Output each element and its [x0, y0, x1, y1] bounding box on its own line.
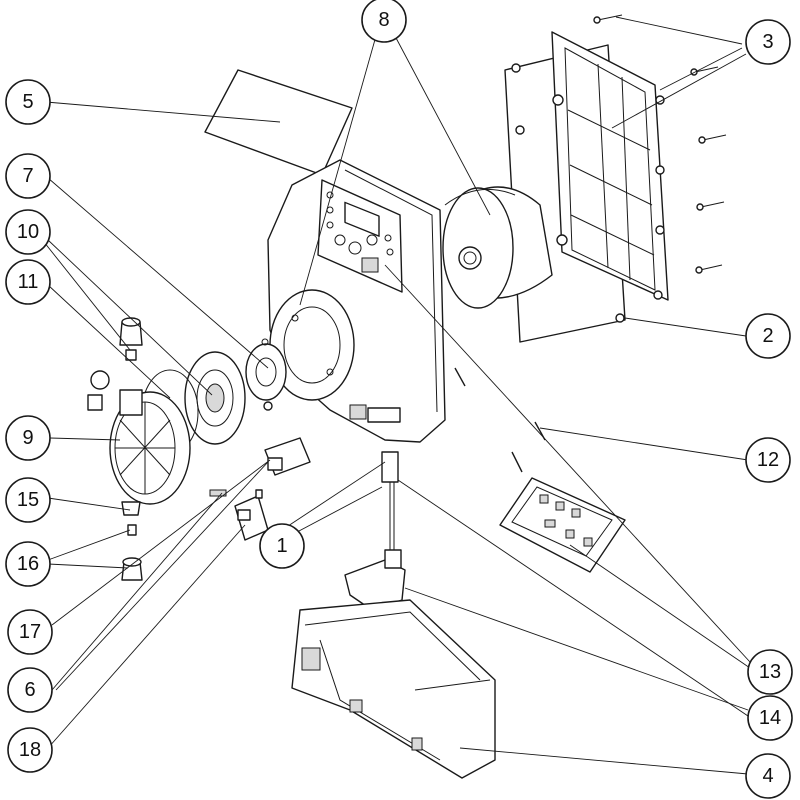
leader-lines [43, 16, 751, 775]
part-screws [593, 14, 727, 274]
callout-1: 1 [259, 523, 305, 569]
callout-2: 2 [745, 313, 791, 359]
part-connector [209, 437, 311, 497]
callout-18: 18 [7, 727, 53, 773]
callout-9: 9 [5, 415, 51, 461]
callout-4: 4 [745, 753, 791, 799]
part-motor-drive [442, 186, 553, 309]
callout-5: 5 [5, 79, 51, 125]
part-base-cover [291, 599, 496, 779]
part-diaphragm [184, 351, 246, 445]
callout-label-8: 8 [378, 9, 389, 31]
callout-label-9: 9 [22, 427, 33, 449]
part-pump-housing [267, 159, 446, 443]
callout-label-10: 10 [17, 221, 39, 243]
part-mounting-bracket [504, 31, 669, 343]
callout-12: 12 [745, 437, 791, 483]
callout-label-3: 3 [762, 31, 773, 53]
callout-label-16: 16 [17, 553, 39, 575]
callout-11: 11 [5, 259, 51, 305]
callout-14: 14 [747, 695, 793, 741]
callout-10: 10 [5, 209, 51, 255]
callout-label-1: 1 [276, 535, 287, 557]
callout-label-7: 7 [22, 165, 33, 187]
callout-label-12: 12 [757, 449, 779, 471]
callout-8: 8 [361, 0, 407, 43]
callout-label-2: 2 [762, 325, 773, 347]
callout-label-6: 6 [24, 679, 35, 701]
callout-label-13: 13 [759, 661, 781, 683]
callout-label-11: 11 [18, 271, 39, 293]
callout-7: 7 [5, 153, 51, 199]
part-plug-connector [234, 489, 269, 541]
part-valves [119, 317, 143, 581]
part-power-plug [344, 549, 406, 611]
part-pump-head [87, 370, 191, 505]
part-label-sheet [204, 69, 353, 176]
part-circuit-board [499, 477, 626, 573]
callout-3: 3 [745, 19, 791, 65]
callout-label-15: 15 [17, 489, 39, 511]
callout-label-4: 4 [762, 765, 773, 787]
callout-6: 6 [7, 667, 53, 713]
callout-label-18: 18 [19, 739, 41, 761]
part-cable-gland [381, 451, 399, 565]
callout-17: 17 [7, 609, 53, 655]
part-pins [454, 367, 546, 473]
callout-16: 16 [5, 541, 51, 587]
callout-label-5: 5 [22, 91, 33, 113]
callout-15: 15 [5, 477, 51, 523]
callout-label-17: 17 [19, 621, 41, 643]
callout-13: 13 [747, 649, 793, 695]
callout-label-14: 14 [759, 707, 781, 729]
